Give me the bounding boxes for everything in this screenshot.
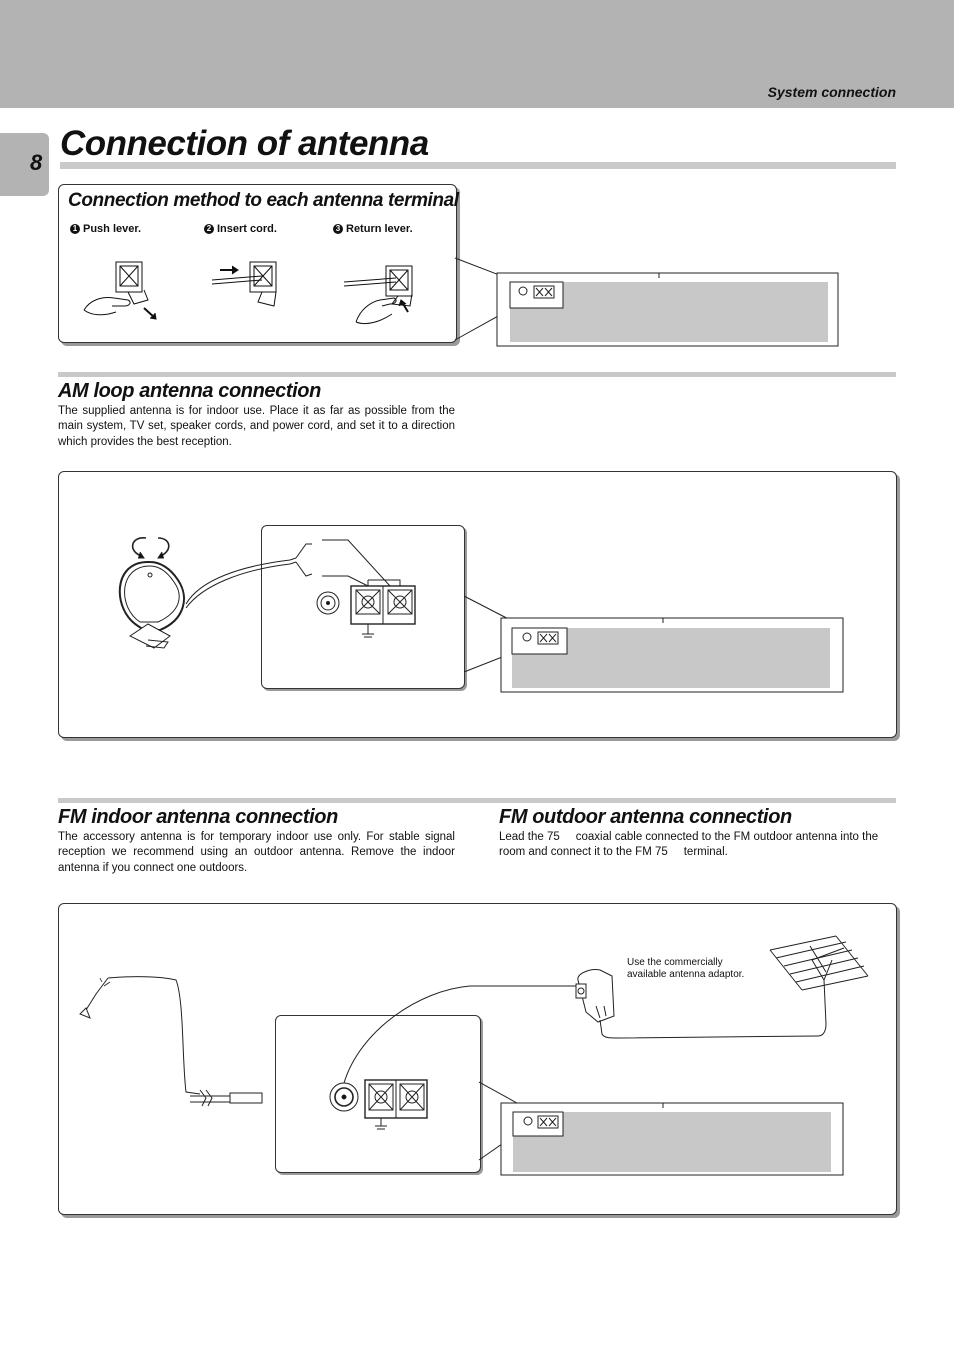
page-tab bbox=[0, 133, 49, 196]
adaptor-note-line-1: Use the commercially bbox=[627, 957, 723, 968]
page-number: 8 bbox=[30, 150, 43, 175]
fm-indoor-heading: FM indoor antenna connection bbox=[58, 806, 338, 828]
step-2-number: 2 bbox=[204, 224, 214, 234]
step-1-text: Push lever. bbox=[83, 223, 142, 235]
am-diagram-box bbox=[58, 471, 897, 738]
fm-outdoor-text: Lead the 75 coaxial cable connected to t… bbox=[499, 831, 882, 859]
section-label: System connection bbox=[767, 84, 896, 100]
adaptor-note: Use the commercially available antenna a… bbox=[627, 957, 744, 981]
fm-indoor-text: The accessory antenna is for temporary i… bbox=[58, 831, 455, 874]
am-loop-heading: AM loop antenna connection bbox=[58, 380, 321, 402]
step-3-number: 3 bbox=[333, 224, 343, 234]
am-loop-text: The supplied antenna is for indoor use. … bbox=[58, 405, 455, 448]
terminal-method-heading: Connection method to each antenna termin… bbox=[68, 190, 459, 211]
step-3-text: Return lever. bbox=[346, 223, 413, 235]
step-1-number: 1 bbox=[70, 224, 80, 234]
fm-outdoor-heading: FM outdoor antenna connection bbox=[499, 806, 792, 828]
am-section-rule bbox=[58, 372, 896, 377]
title-rule bbox=[60, 162, 896, 169]
page-title: Connection of antenna bbox=[60, 124, 429, 163]
terminal-method-box bbox=[58, 184, 457, 343]
step-2-text: Insert cord. bbox=[217, 223, 277, 235]
fm-section-rule bbox=[58, 798, 896, 803]
header-band bbox=[0, 0, 954, 108]
adaptor-note-line-2: available antenna adaptor. bbox=[627, 969, 745, 980]
